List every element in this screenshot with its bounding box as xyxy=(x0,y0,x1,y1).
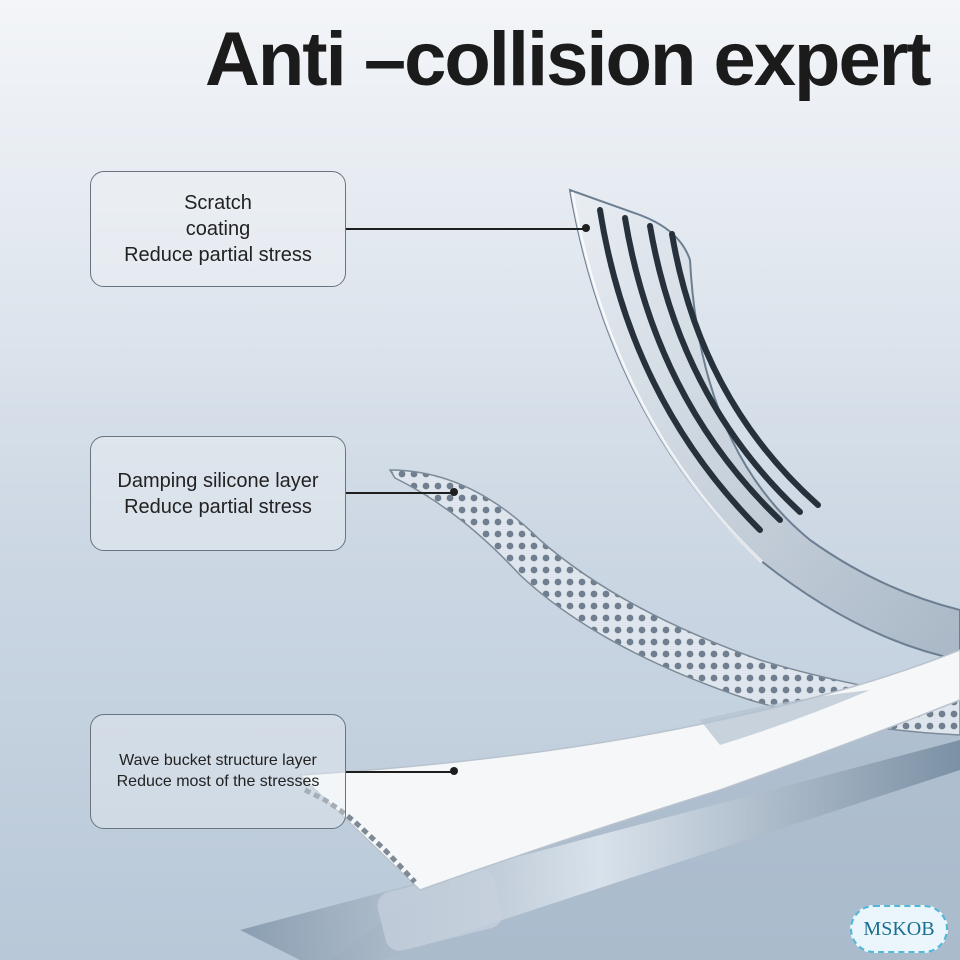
callout-line: Damping silicone layer xyxy=(117,469,319,492)
callout-damping-silicone: Damping silicone layer Reduce partial st… xyxy=(90,436,346,551)
page-title: Anti –collision expert xyxy=(205,17,932,102)
leader-dot-wave-bucket xyxy=(450,767,458,775)
coating-grooves xyxy=(597,207,821,533)
callout-line: Scratch xyxy=(184,192,252,214)
brand-watermark: MSKOB xyxy=(850,905,948,953)
callout-scratch-coating: Scratch coating Reduce partial stress xyxy=(90,171,346,287)
damping-silicone-layer xyxy=(388,469,960,736)
scratch-coating-layer xyxy=(568,188,960,662)
callout-line: Wave bucket structure layer xyxy=(119,751,317,769)
coating-edge-highlight xyxy=(570,191,764,564)
camera-bump xyxy=(377,869,503,951)
callout-wave-bucket: Wave bucket structure layer Reduce most … xyxy=(90,714,346,829)
callout-line: Reduce partial stress xyxy=(124,244,312,266)
leader-dot-damping-silicone xyxy=(450,488,458,496)
leader-line-scratch-coating xyxy=(346,228,586,230)
leader-line-wave-bucket xyxy=(346,771,454,773)
callout-line: coating xyxy=(185,218,251,240)
callout-line: Reduce most of the stresses xyxy=(116,772,320,790)
leader-dot-scratch-coating xyxy=(582,224,590,232)
leader-line-damping-silicone xyxy=(346,492,454,494)
callout-line: Reduce partial stress xyxy=(124,495,312,518)
wave-bucket-edge xyxy=(303,787,417,884)
wave-bucket-cutout xyxy=(700,690,870,745)
